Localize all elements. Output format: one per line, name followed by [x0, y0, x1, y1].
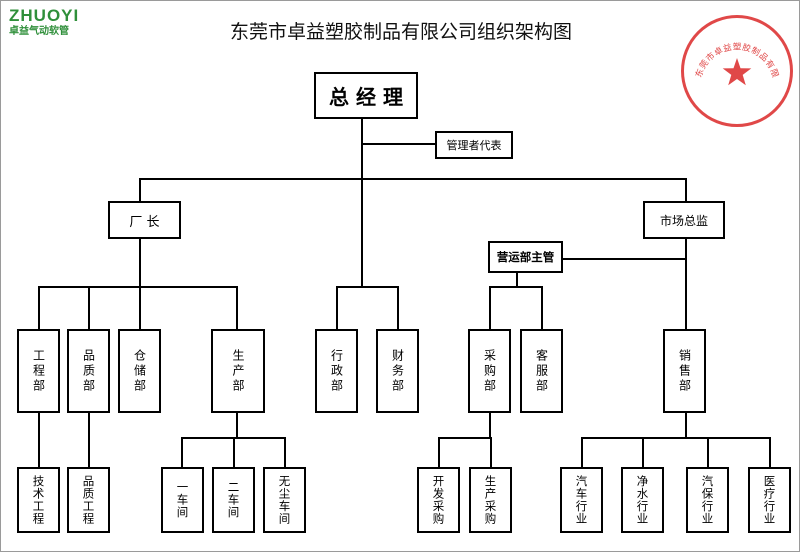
node-management-representative: 管理者代表: [435, 131, 513, 159]
node-engineering-dept: 工程部: [17, 329, 60, 413]
connector: [284, 437, 286, 468]
seal-graphic: 东莞市卓益塑胶制品有限公司: [684, 18, 779, 86]
node-label: 一车间: [175, 481, 190, 519]
chart-title: 东莞市卓益塑胶制品有限公司组织架构图: [229, 21, 572, 43]
connector: [490, 437, 492, 468]
connector: [685, 178, 687, 202]
connector: [581, 437, 771, 439]
connector: [438, 437, 440, 468]
connector: [38, 286, 238, 288]
node-auto-care-industry: 汽保行业: [686, 467, 729, 533]
connector: [336, 286, 338, 330]
connector: [139, 178, 141, 202]
node-tech-engineering: 技术工程: [17, 467, 60, 533]
connector: [139, 238, 141, 288]
node-label: 采购部: [482, 348, 497, 394]
connector: [361, 143, 435, 145]
node-label: 无尘车间: [277, 475, 292, 525]
connector: [236, 286, 238, 330]
node-factory-director: 厂 长: [108, 201, 181, 239]
node-finance-dept: 财务部: [376, 329, 419, 413]
connector: [361, 178, 363, 288]
connector: [139, 286, 141, 330]
node-label: 财务部: [390, 348, 405, 394]
connector: [541, 286, 543, 330]
company-logo: ZHUOYI 卓益气动软管: [9, 6, 80, 39]
node-label: 汽车行业: [574, 475, 589, 525]
connector: [38, 286, 40, 330]
connector: [236, 412, 238, 439]
connector: [139, 178, 687, 180]
logo-tagline: 卓益气动软管: [9, 26, 69, 37]
node-label: 开发采购: [431, 475, 446, 525]
node-label: 销售部: [677, 348, 692, 394]
node-label: 汽保行业: [700, 475, 715, 525]
node-auto-industry: 汽车行业: [560, 467, 603, 533]
node-label: 净水行业: [635, 475, 650, 525]
node-purchasing-dept: 采购部: [468, 329, 511, 413]
node-label: 工程部: [31, 348, 46, 394]
node-quality-engineering: 品质工程: [67, 467, 110, 533]
node-label: 管理者代表: [446, 139, 502, 152]
node-marketing-director: 市场总监: [643, 201, 725, 239]
node-label: 品质工程: [81, 475, 96, 525]
node-dustfree-workshop: 无尘车间: [263, 467, 306, 533]
node-administration-dept: 行政部: [315, 329, 358, 413]
node-production-dept: 生产部: [211, 329, 265, 413]
connector: [516, 272, 518, 288]
connector: [685, 412, 687, 439]
connector: [233, 437, 235, 468]
connector: [336, 286, 399, 288]
node-customer-service-dept: 客服部: [520, 329, 563, 413]
node-label: 生产部: [231, 348, 245, 394]
company-seal: 东莞市卓益塑胶制品有限公司: [681, 15, 793, 127]
node-sales-dept: 销售部: [663, 329, 706, 413]
node-workshop-1: 一车间: [161, 467, 204, 533]
connector: [88, 412, 90, 468]
node-label: 营运部主管: [496, 250, 555, 264]
connector: [685, 238, 687, 330]
connector: [181, 437, 183, 468]
connector: [489, 286, 491, 330]
node-operations-manager: 营运部主管: [488, 241, 563, 273]
connector: [361, 118, 363, 180]
node-label: 客服部: [534, 348, 549, 394]
node-label: 市场总监: [659, 213, 708, 228]
connector: [397, 286, 399, 330]
node-prod-purchasing: 生产采购: [469, 467, 512, 533]
node-label: 品质部: [81, 348, 96, 394]
node-general-manager: 总 经 理: [314, 72, 418, 119]
connector: [581, 437, 583, 468]
connector: [561, 258, 685, 260]
connector: [489, 286, 543, 288]
node-workshop-2: 二车间: [212, 467, 255, 533]
node-water-industry: 净水行业: [621, 467, 664, 533]
connector: [38, 412, 40, 468]
connector: [642, 437, 644, 468]
node-label: 厂 长: [129, 214, 160, 230]
connector: [438, 437, 492, 439]
node-dev-purchasing: 开发采购: [417, 467, 460, 533]
node-label: 技术工程: [31, 475, 46, 525]
node-label: 生产采购: [483, 475, 498, 525]
logo-brand: ZHUOYI: [9, 6, 80, 25]
connector: [707, 437, 709, 468]
node-label: 仓储部: [132, 348, 147, 394]
node-medical-industry: 医疗行业: [748, 467, 791, 533]
connector: [88, 286, 90, 330]
node-label: 总 经 理: [329, 85, 403, 109]
node-label: 二车间: [226, 481, 241, 519]
connector: [489, 412, 491, 439]
node-warehouse-dept: 仓储部: [118, 329, 161, 413]
node-quality-dept: 品质部: [67, 329, 110, 413]
node-label: 行政部: [329, 348, 344, 394]
seal-star-icon: [722, 58, 752, 86]
node-label: 医疗行业: [762, 475, 777, 525]
connector: [769, 437, 771, 468]
